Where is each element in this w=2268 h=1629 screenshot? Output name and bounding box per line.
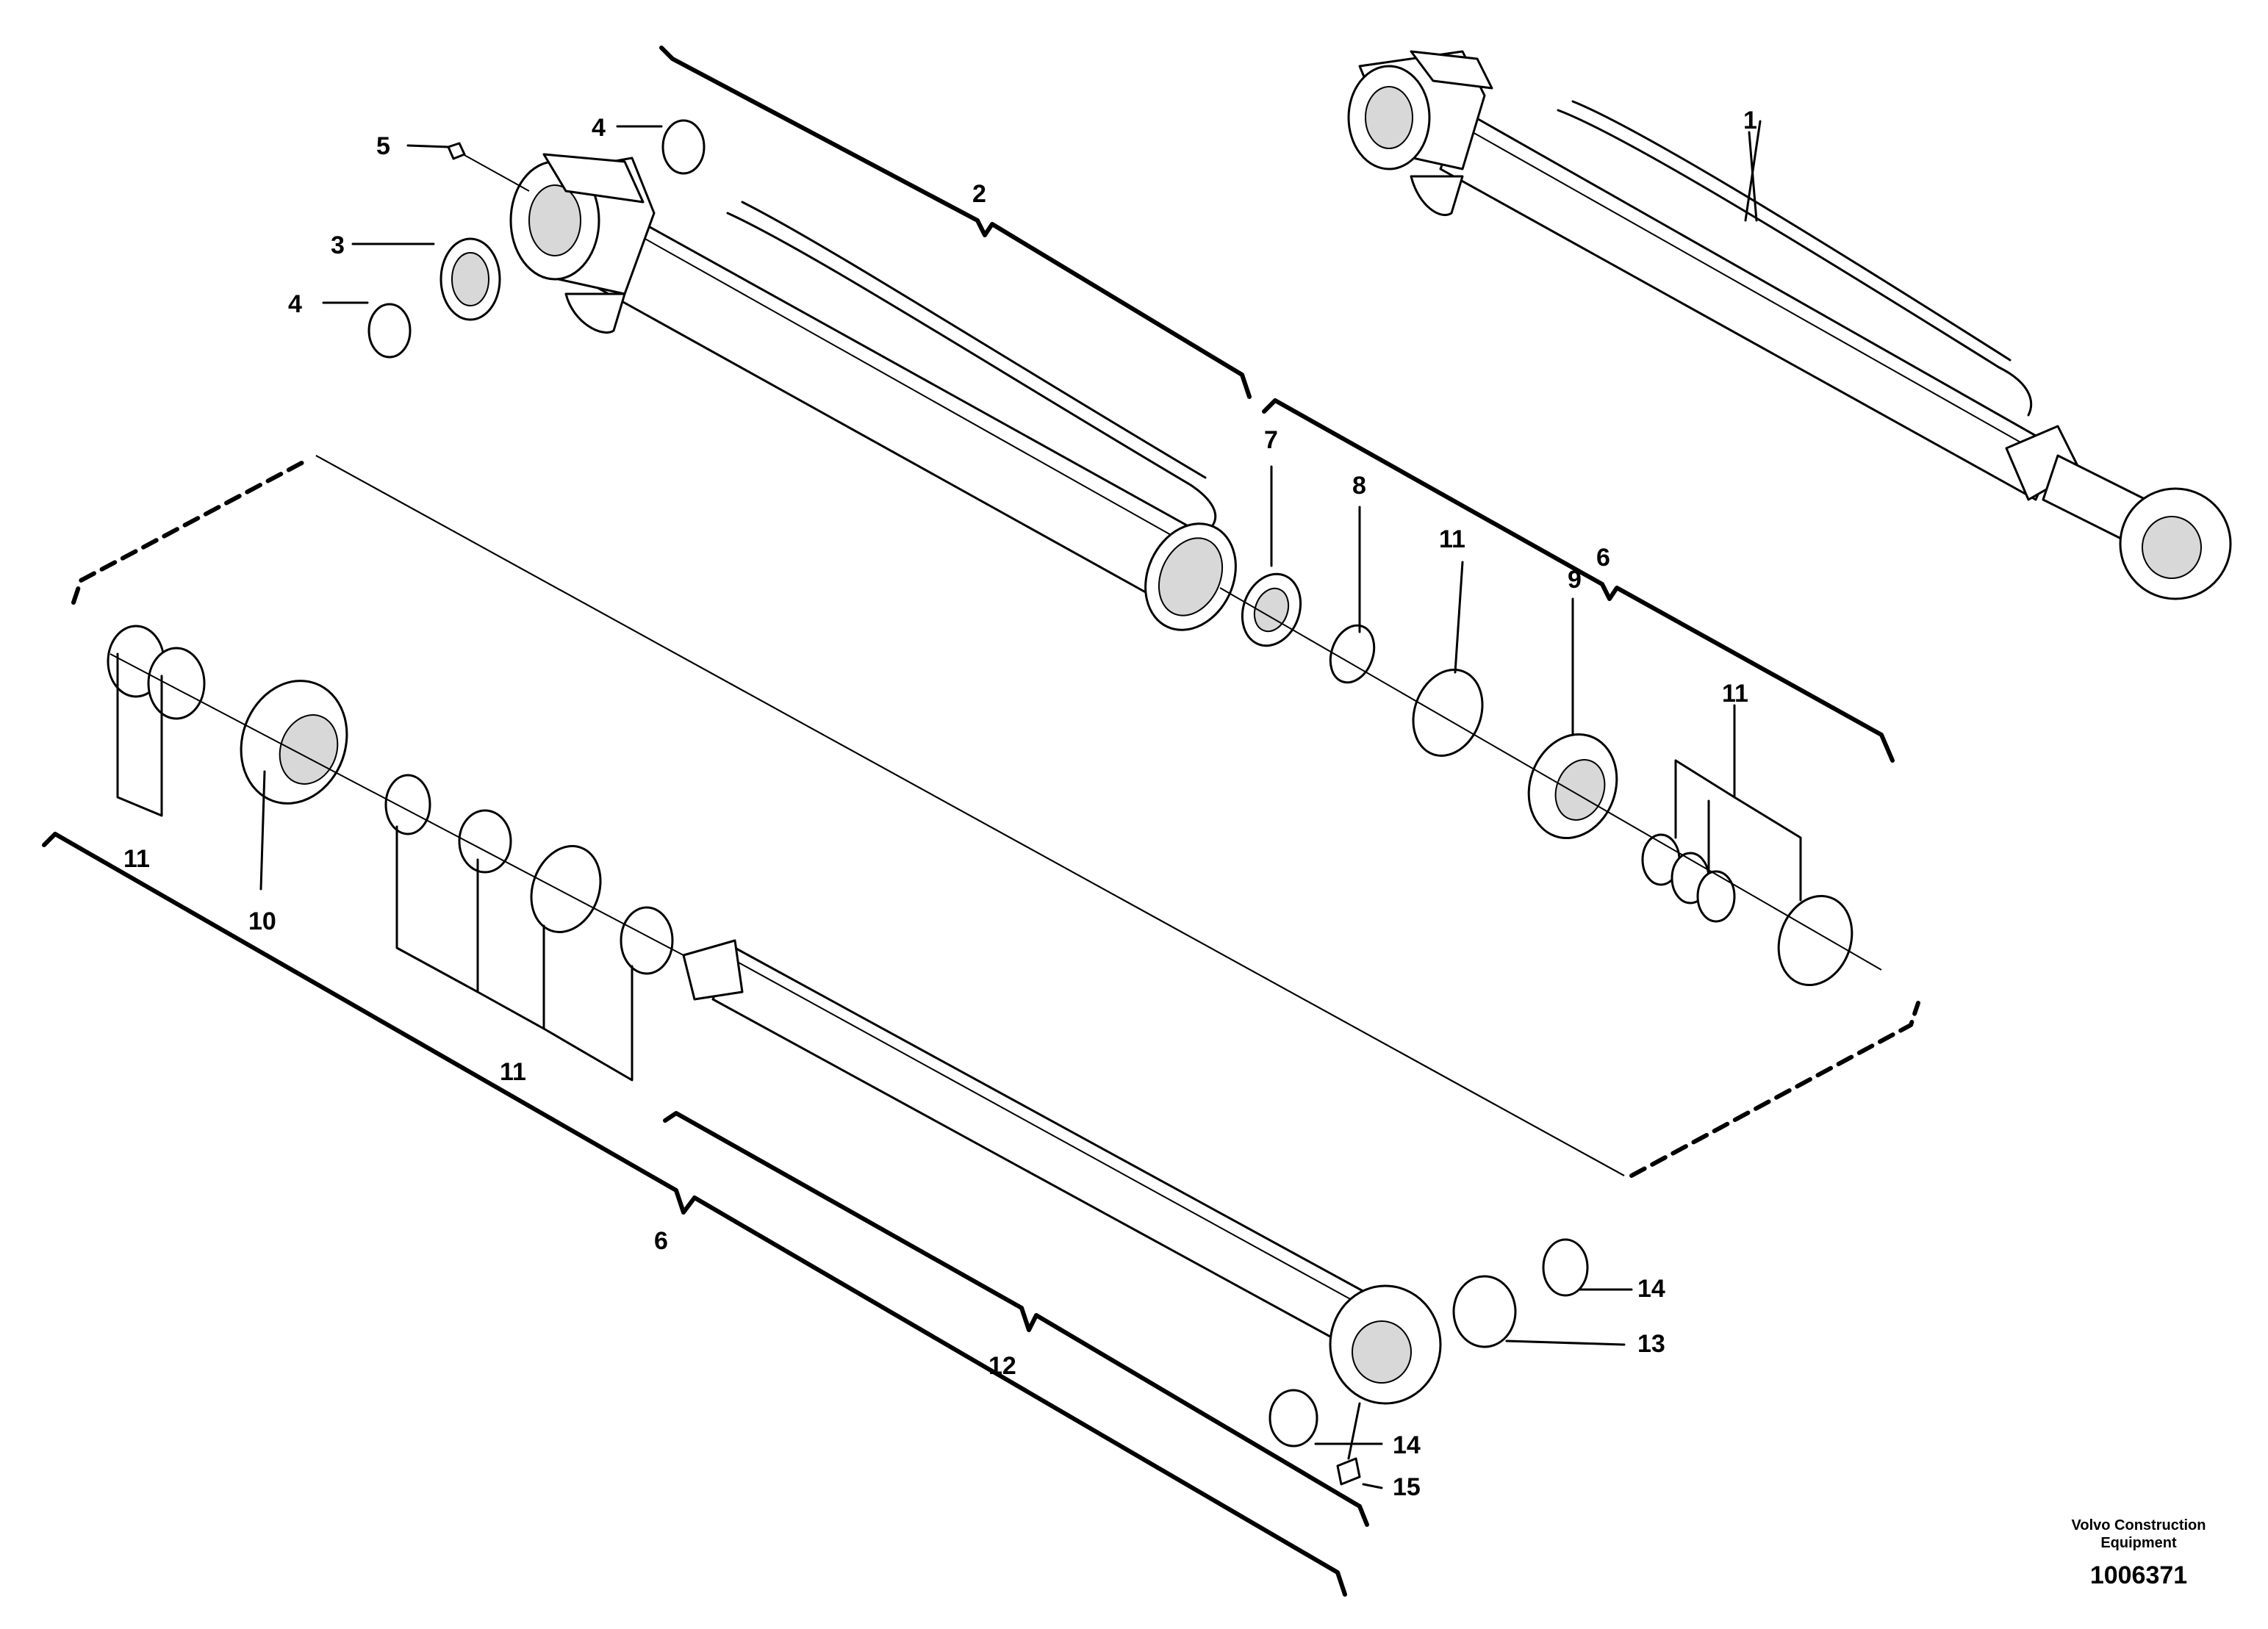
explode-axis-lines: [110, 154, 1882, 1176]
drawing-number: 1006371: [2090, 1561, 2187, 1589]
callout-2: 2: [972, 180, 986, 208]
callout-14-bottom: 14: [1393, 1431, 1421, 1459]
piston-rod: [682, 939, 1442, 1405]
callout-5: 5: [376, 132, 390, 160]
washer-8: [1329, 624, 1376, 684]
callout-4-bottom: 4: [288, 290, 302, 318]
callout-11-bottom: 11: [500, 1058, 526, 1086]
callout-13: 13: [1637, 1330, 1665, 1358]
grease-nipple-15: [1336, 1457, 1361, 1486]
callout-1: 1: [1743, 107, 1757, 134]
callout-9: 9: [1568, 566, 1582, 594]
leader-lines: [116, 125, 1802, 1489]
callout-labels: 1 2 3 4 4 5 6 6 7 8 9 10 11 11 11 11 12 …: [123, 107, 1757, 1501]
footer: Volvo Construction Equipment 1006371: [2072, 1517, 2206, 1589]
callout-7: 7: [1264, 426, 1278, 454]
bushing-13: [1452, 1275, 1517, 1348]
callout-3: 3: [331, 231, 345, 259]
ring-4-bottom: [367, 303, 412, 359]
callout-4-top: 4: [592, 114, 606, 142]
callout-11-mid: 11: [1439, 525, 1465, 553]
brand-line-2: Equipment: [2100, 1535, 2177, 1551]
ring-11-r3: [1696, 870, 1736, 923]
callout-6-upper: 6: [1596, 544, 1610, 572]
ring-14-bottom: [1268, 1389, 1318, 1448]
ring-11-mid: [1412, 669, 1484, 757]
callout-12: 12: [988, 1352, 1016, 1380]
seal-11-a: [384, 774, 431, 835]
seal-11-b: [458, 809, 512, 874]
ring-11-r4: [1777, 894, 1853, 987]
callout-10: 10: [248, 907, 276, 935]
seal-parts: [107, 119, 1853, 1486]
callout-6-lower: 6: [654, 1227, 668, 1255]
callout-15: 15: [1393, 1473, 1421, 1501]
callout-14-top: 14: [1637, 1275, 1665, 1303]
ring-14-top: [1542, 1238, 1589, 1297]
ring-4-top: [661, 119, 706, 175]
brand-line-1: Volvo Construction: [2072, 1517, 2206, 1533]
cylinder-barrel: [509, 153, 1237, 631]
callout-8: 8: [1352, 472, 1366, 500]
group-brackets: [42, 46, 1920, 1597]
seal-11-c: [530, 845, 602, 933]
ring-11-l2: [147, 647, 206, 720]
assembled-cylinder: [1347, 50, 2232, 600]
callout-11-left: 11: [123, 845, 150, 873]
grease-nipple-5: [447, 142, 466, 160]
seal-11-d: [620, 906, 674, 975]
callout-11-right: 11: [1722, 680, 1748, 708]
